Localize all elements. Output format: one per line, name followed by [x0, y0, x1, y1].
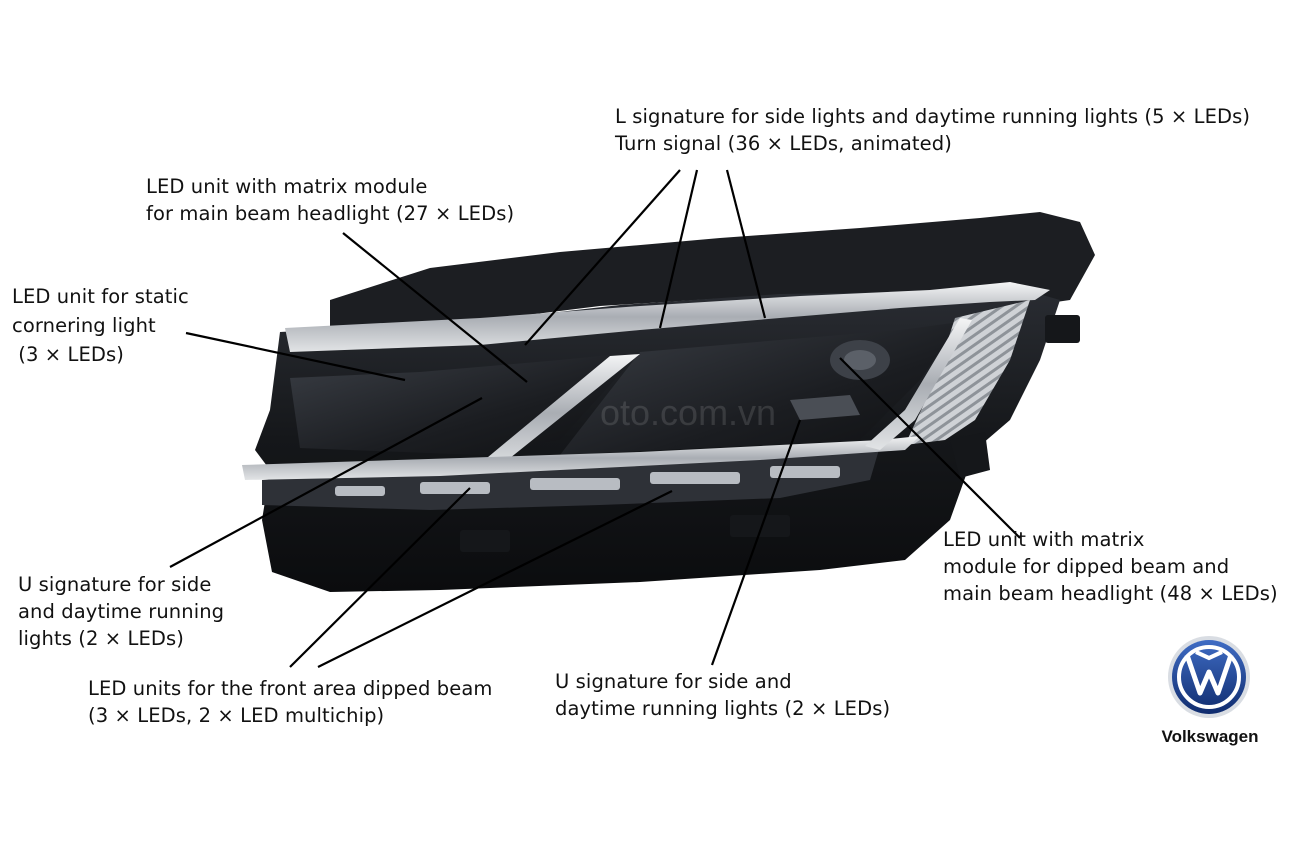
- leader-l-signature-3: [725, 169, 767, 319]
- brand-name: Volkswagen: [1161, 727, 1259, 746]
- label-line: (3 × LEDs): [12, 343, 125, 366]
- leader-u-sig-left: [169, 397, 483, 568]
- upper-lens: [290, 352, 640, 455]
- lower-chrome-bar: [242, 436, 920, 480]
- label-line: (3 × LEDs, 2 × LED multichip): [88, 704, 385, 727]
- label-line: lights (2 × LEDs): [18, 627, 184, 650]
- label-line: Turn signal (36 × LEDs, animated): [615, 132, 952, 155]
- label-line: LED units for the front area dipped beam: [88, 677, 493, 700]
- label-front-dipped: LED units for the front area dipped beam…: [88, 675, 492, 729]
- led-highlights: [335, 466, 840, 496]
- leader-l-signature-2: [658, 169, 699, 329]
- label-u-signature-left: U signature for side and daytime running…: [18, 571, 224, 652]
- leader-lines: [169, 169, 1021, 668]
- label-line: module for dipped beam and: [943, 555, 1230, 578]
- label-line: daytime running lights (2 × LEDs): [555, 697, 891, 720]
- label-line: L signature for side lights and daytime …: [615, 105, 1251, 128]
- label-line: U signature for side: [18, 573, 212, 596]
- label-main-beam-matrix: LED unit with matrix module for main bea…: [146, 173, 514, 227]
- label-line: LED unit with matrix: [943, 528, 1145, 551]
- label-dipped-main-matrix: LED unit with matrix module for dipped b…: [943, 526, 1278, 607]
- leader-cornering: [185, 331, 406, 382]
- leader-u-sig-bottom: [710, 419, 802, 666]
- vw-logo-icon: [1168, 636, 1250, 718]
- leader-front-dipped-1: [289, 487, 471, 668]
- right-chrome-curve: [865, 318, 972, 450]
- diagonal-chrome-strip: [470, 354, 640, 472]
- label-line: and daytime running: [18, 600, 225, 623]
- label-line: for main beam headlight (27 × LEDs): [146, 202, 515, 225]
- leader-l-signature-1: [524, 169, 681, 346]
- label-line: LED unit with matrix module: [146, 175, 428, 198]
- mounting-tabs: [460, 315, 1080, 552]
- label-u-signature-bottom: U signature for side and daytime running…: [555, 668, 890, 722]
- leader-front-dipped-2: [317, 490, 673, 668]
- leader-dipped-main: [839, 357, 1021, 539]
- headlight-rear-housing: [330, 212, 1095, 330]
- side-grille: [905, 300, 1030, 445]
- watermark-text: oto.com.vn: [600, 392, 776, 433]
- label-line: U signature for side and: [555, 670, 792, 693]
- projector-module: [790, 340, 890, 420]
- label-line: main beam headlight (48 × LEDs): [943, 582, 1278, 605]
- label-line: LED unit for static: [12, 285, 189, 308]
- label-line: cornering light: [12, 314, 156, 337]
- leader-main-beam: [342, 232, 528, 383]
- label-l-signature: L signature for side lights and daytime …: [615, 103, 1250, 157]
- label-static-cornering: LED unit for static cornering light (3 ×…: [12, 282, 189, 369]
- top-chrome-strip: [285, 282, 1050, 352]
